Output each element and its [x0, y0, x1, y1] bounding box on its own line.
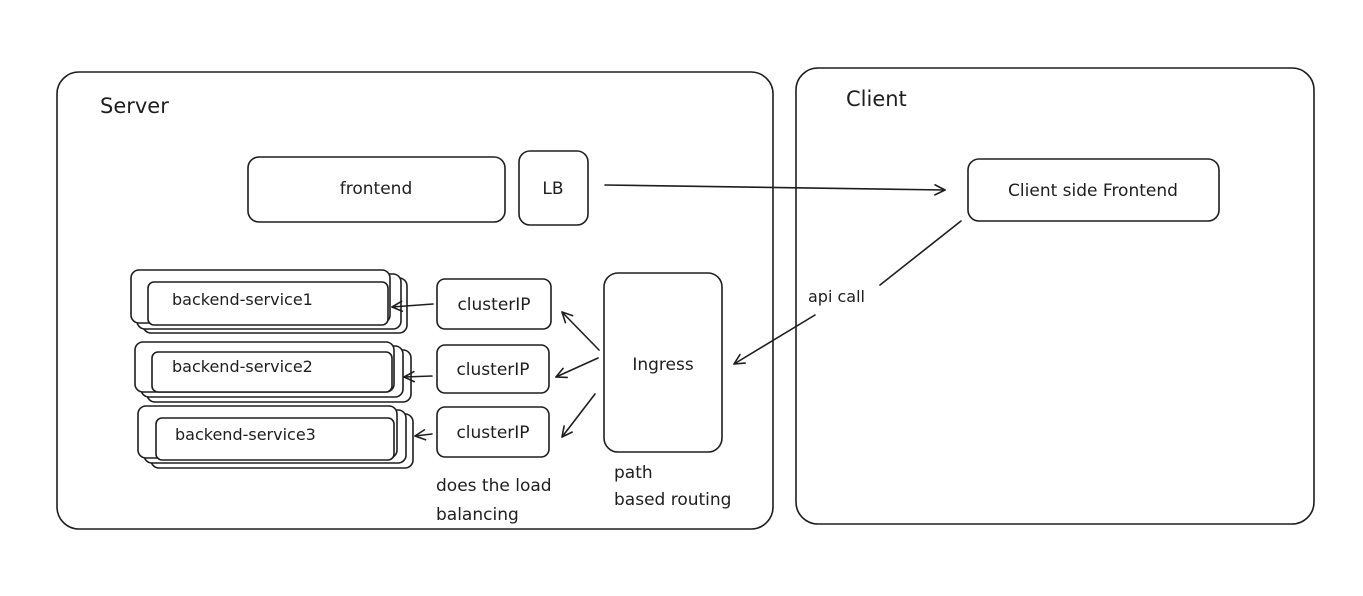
ingress-label: Ingress	[632, 355, 694, 375]
backend-service1-node: backend-service1	[130, 269, 408, 334]
routing-note-line2: based routing	[614, 490, 731, 510]
arrow-api-call-to-ingress	[733, 314, 816, 365]
frontend-node: frontend	[247, 156, 506, 223]
lb-label: LB	[542, 179, 563, 199]
arrow-lb-to-client-frontend	[604, 184, 946, 196]
arrow-clusterip-1-to-backend-1	[391, 300, 434, 313]
clusterip-1-node: clusterIP	[436, 278, 552, 330]
arrow-ingress-to-clusterip-3	[561, 393, 596, 438]
load-balancing-note-line2: balancing	[436, 505, 519, 525]
clusterip-3-label: clusterIP	[456, 423, 529, 443]
backend-service2-node: backend-service2	[134, 341, 412, 403]
clusterip-2-node: clusterIP	[436, 344, 550, 394]
server-title: Server	[100, 94, 169, 118]
client-frontend-node: Client side Frontend	[967, 158, 1220, 222]
arrow-ingress-to-clusterip-1	[561, 311, 600, 351]
backend-service3-label: backend-service3	[175, 425, 316, 444]
client-title: Client	[846, 87, 907, 111]
clusterip-2-label: clusterIP	[456, 360, 529, 380]
client-frontend-label: Client side Frontend	[1008, 181, 1178, 201]
routing-note-line1: path	[614, 463, 653, 483]
clusterip-3-node: clusterIP	[436, 406, 550, 458]
api-call-annotation: api call	[808, 287, 865, 306]
lb-node: LB	[518, 150, 589, 226]
backend-service1-label: backend-service1	[172, 290, 313, 309]
arrow-clusterip-2-to-backend-2	[403, 370, 433, 383]
load-balancing-note-line1: does the load	[436, 476, 552, 496]
backend-service2-label: backend-service2	[172, 357, 313, 376]
ingress-node: Ingress	[603, 272, 723, 453]
line-client-frontend-api-call	[879, 220, 962, 286]
arrow-ingress-to-clusterip-2	[555, 357, 599, 379]
arrow-clusterip-3-to-backend-3	[414, 429, 433, 441]
client-container: Client	[795, 67, 1315, 525]
clusterip-1-label: clusterIP	[457, 295, 530, 315]
backend-service3-node: backend-service3	[137, 405, 414, 469]
frontend-label: frontend	[340, 179, 412, 199]
